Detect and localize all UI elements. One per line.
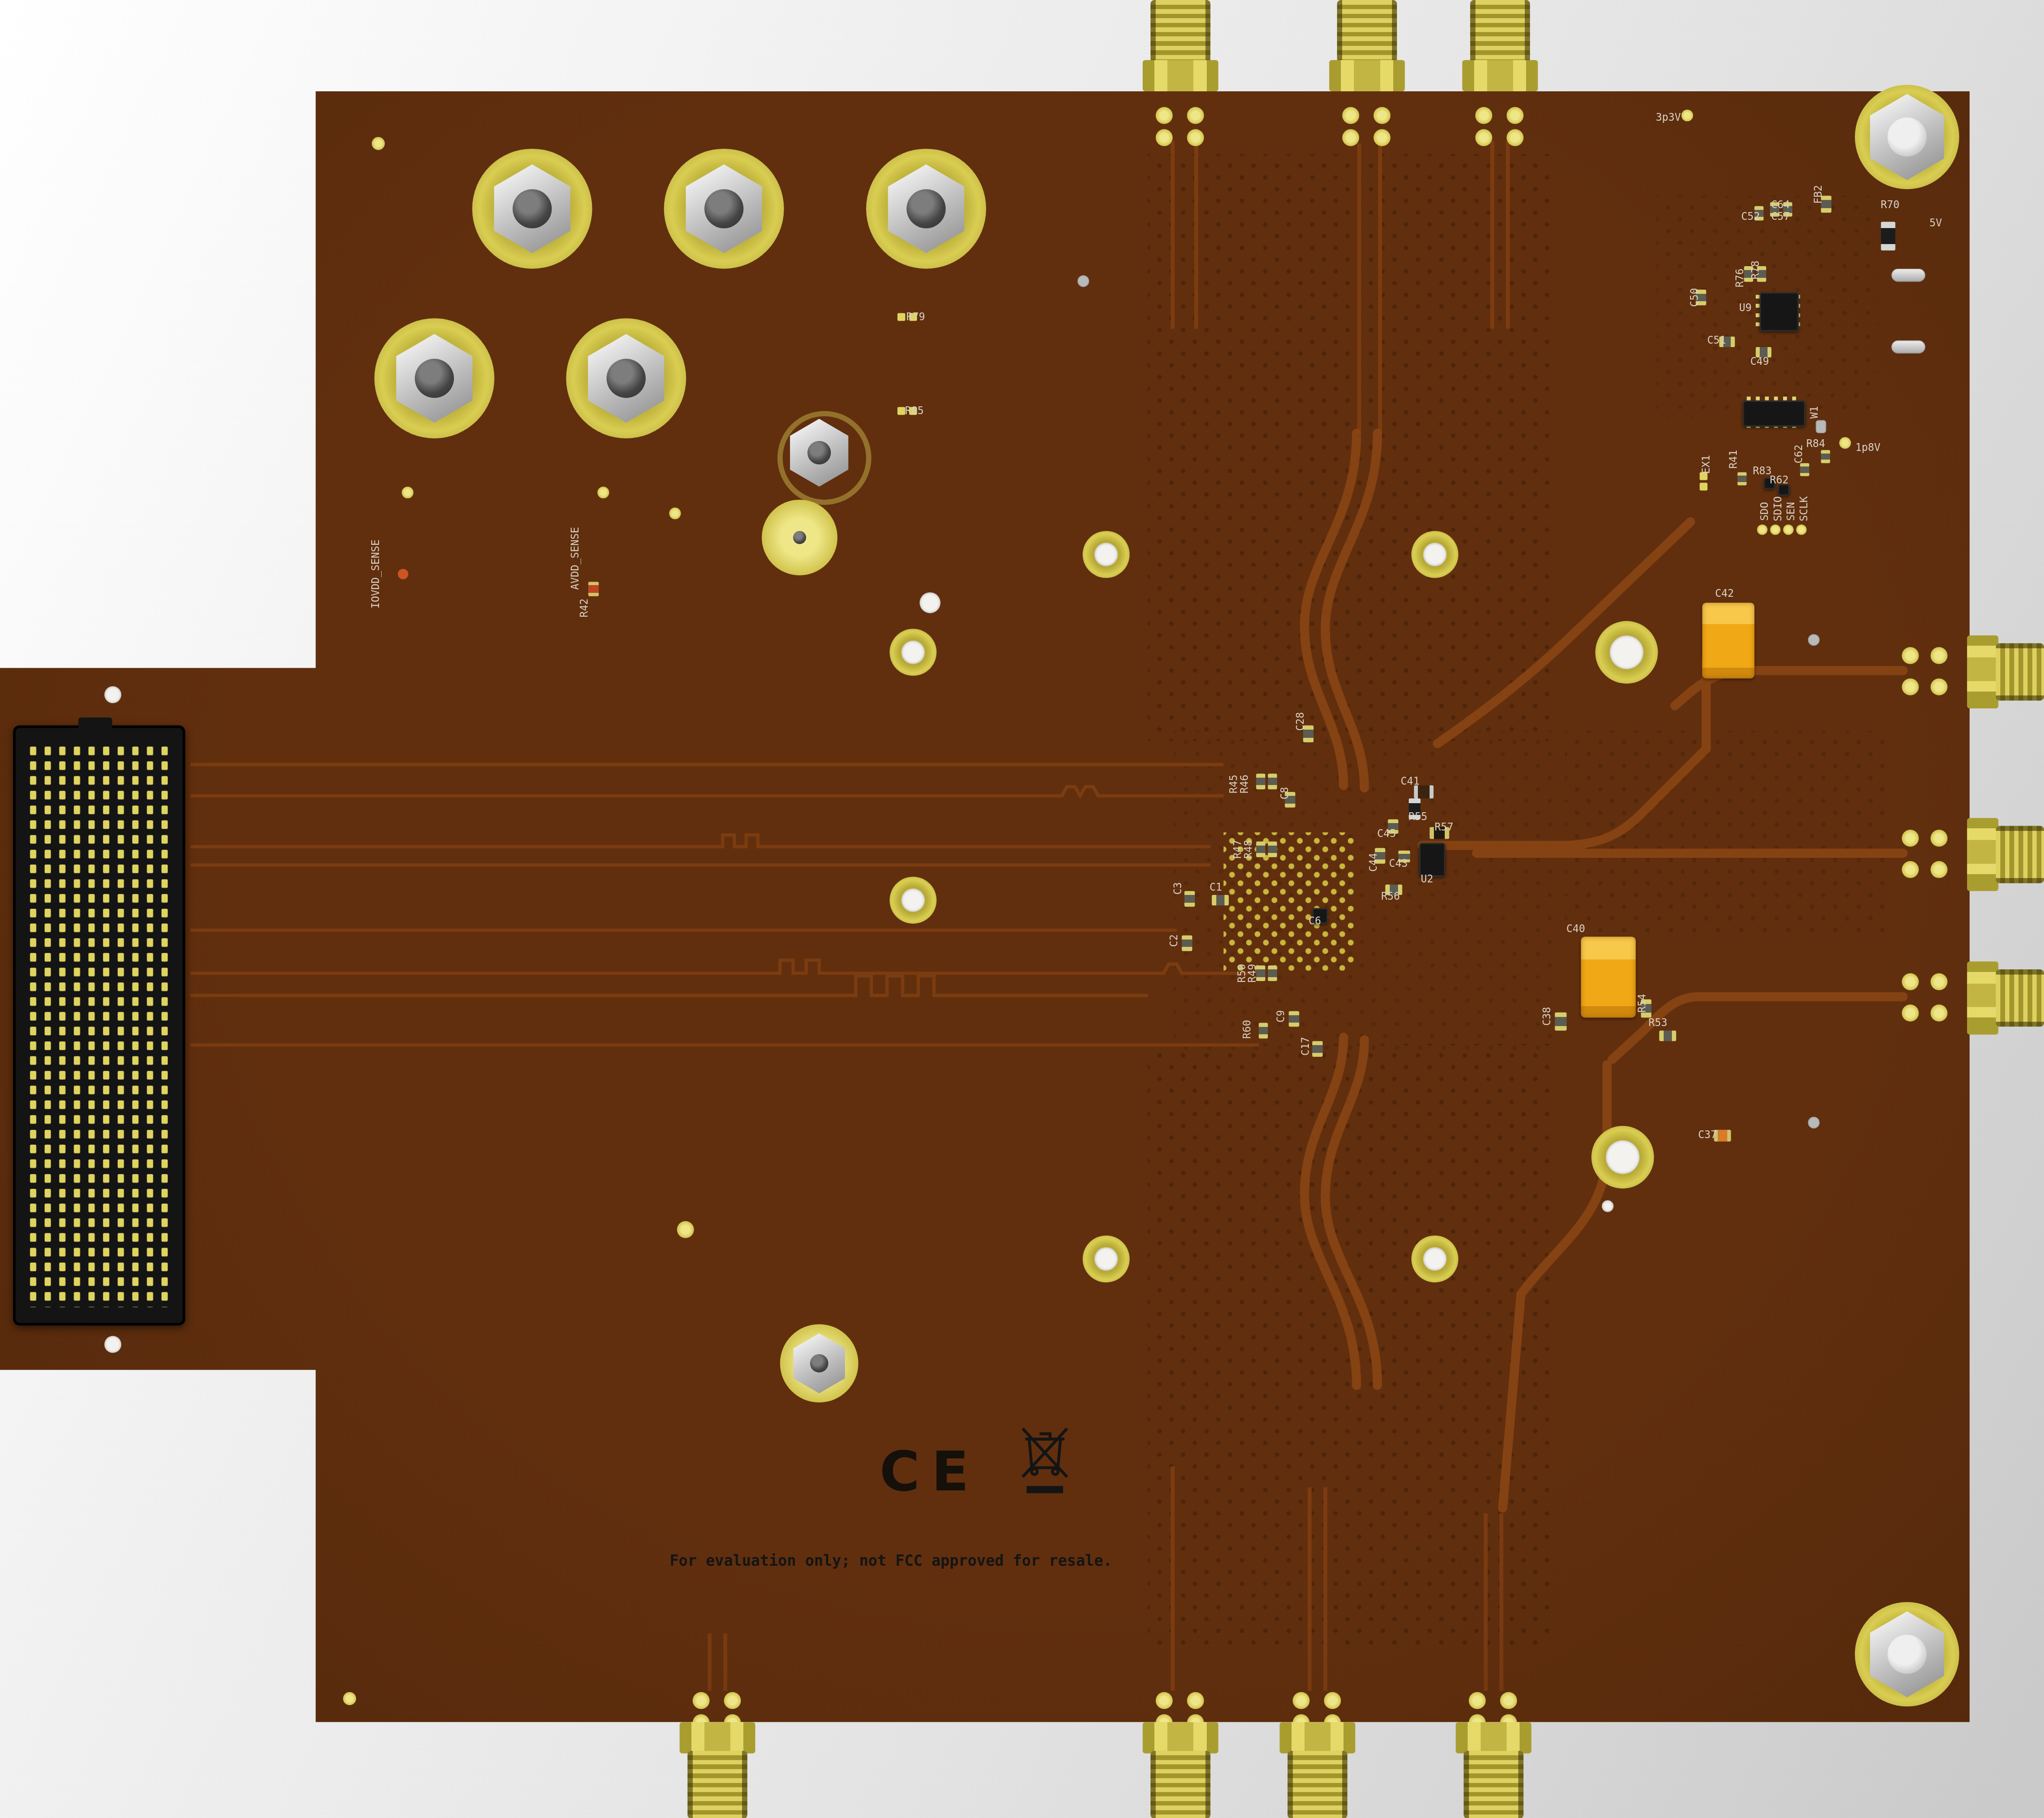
silkscreen-label: R54 [1636, 994, 1648, 1013]
silkscreen-label: R85 [905, 405, 924, 417]
silkscreen-label: C1 [1209, 881, 1222, 893]
ce-mark: CE [880, 1440, 981, 1504]
silkscreen-label: C38 [1541, 1007, 1553, 1026]
silkscreen-label: R70 [1881, 199, 1900, 211]
silkscreen-label: C40 [1566, 923, 1585, 935]
silkscreen-label: R56 [1381, 891, 1400, 902]
silkscreen-label: R53 [1649, 1017, 1668, 1029]
silkscreen-label: U9 [1739, 302, 1752, 314]
silkscreen-label: C50 [1689, 288, 1700, 307]
silkscreen-label: 3p3V [1656, 112, 1681, 123]
silkscreen-label: FB2 [1813, 185, 1824, 204]
silkscreen-label: C9 [1275, 1010, 1287, 1023]
silkscreen-label: R42 [578, 598, 590, 618]
silkscreen-label: R78 [1750, 261, 1761, 280]
silkscreen-label: C6 [1308, 915, 1321, 927]
silkscreen-label: 1p8V [1855, 441, 1880, 453]
silkscreen-label: C64 [1771, 199, 1790, 211]
silkscreen-label: C49 [1750, 356, 1769, 367]
silkscreen-label: SDIO [1772, 496, 1784, 521]
silkscreen-label: R55 [1408, 811, 1427, 823]
silkscreen-label: C2 [1168, 934, 1180, 947]
silkscreen-label: R50 [1236, 964, 1247, 983]
silkscreen-label: C52 [1741, 211, 1760, 222]
silkscreen-label: R45 [1228, 775, 1240, 794]
silkscreen-label: C28 [1295, 712, 1306, 731]
silkscreen-label: W1 [1809, 406, 1820, 418]
silkscreen-label: C44 [1368, 853, 1379, 872]
silkscreen-label: R48 [1243, 840, 1254, 859]
weee-icon [1017, 1419, 1072, 1500]
silkscreen-label: C17 [1300, 1037, 1311, 1056]
silkscreen-label: AVDD_SENSE [569, 527, 581, 590]
silkscreen-label: SDO [1759, 502, 1771, 521]
silkscreen-label: R60 [1241, 1020, 1253, 1039]
silkscreen-label: C62 [1793, 444, 1805, 463]
silkscreen-label: C8 [1279, 787, 1291, 799]
silkscreen-label: U2 [1421, 873, 1433, 885]
evaluation-notice: For evaluation only; not FCC approved fo… [670, 1551, 1112, 1569]
silkscreen-label: 5V [1929, 217, 1942, 229]
silkscreen-label: C3 [1172, 882, 1184, 895]
silkscreen-label: R57 [1434, 821, 1453, 833]
silkscreen-label: C42 [1715, 588, 1734, 599]
silkscreen-label: R76 [1734, 268, 1746, 287]
silkscreen-label: C43 [1389, 858, 1408, 869]
silkscreen-label: C51 [1707, 335, 1726, 346]
silkscreen-label: SCLK [1798, 496, 1810, 521]
silkscreen-label: R49 [1247, 964, 1258, 983]
silkscreen-label: SEN [1785, 502, 1797, 521]
silkscreen-label: R46 [1238, 775, 1250, 794]
silkscreen-label: R83 [1753, 465, 1772, 477]
silkscreen-label: EX1 [1700, 455, 1712, 474]
silkscreen-label: IOVDD_SENSE [370, 540, 382, 609]
silkscreen-label: R79 [906, 311, 926, 323]
silkscreen-label: R84 [1806, 438, 1825, 449]
silkscreen-label: R62 [1770, 474, 1789, 486]
silkscreen-label: R41 [1728, 450, 1739, 469]
silkscreen-label: R47 [1232, 840, 1244, 859]
silkscreen-label: C45 [1377, 828, 1396, 840]
silkscreen-label: C37 [1698, 1129, 1717, 1141]
silkscreen-label: C57 [1771, 211, 1790, 222]
silkscreen-label: C41 [1401, 775, 1420, 787]
